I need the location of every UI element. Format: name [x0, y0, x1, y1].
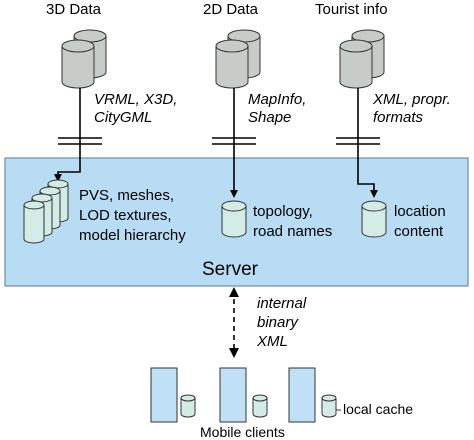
source-title-2d: 2D Data — [203, 1, 259, 18]
mobile-clients-label: Mobile clients — [200, 424, 285, 440]
source-title-tourist: Tourist info — [315, 1, 388, 18]
topology-store-icon — [221, 200, 247, 238]
source-title-3d: 3D Data — [46, 1, 102, 18]
connection-label: internal binary XML — [257, 295, 307, 350]
location-store-icon — [361, 200, 387, 238]
arrow-up-head — [229, 287, 239, 297]
break-symbols — [58, 137, 380, 145]
mobile-device-icon — [288, 367, 337, 423]
model-store-icon — [23, 179, 69, 244]
arrow-down-head — [229, 348, 239, 358]
database-icon — [339, 29, 385, 89]
database-icon — [215, 29, 261, 89]
connector-lines — [79, 88, 359, 158]
mobile-device-icon — [150, 367, 196, 423]
server-title: Server — [202, 259, 258, 280]
store-location-label: location content — [394, 203, 446, 240]
source-formats-2d: MapInfo, Shape — [248, 91, 307, 126]
database-icon — [61, 29, 107, 89]
mobile-device-icon — [219, 367, 268, 423]
store-topology-label: topology, road names — [253, 203, 333, 240]
source-formats-3d: VRML, X3D, CityGML — [94, 91, 178, 126]
arrows-to-stores — [54, 158, 378, 198]
local-cache-label: local cache — [343, 401, 414, 417]
store-model-label: PVS, meshes, LOD textures, model hierarc… — [79, 187, 186, 244]
source-formats-tourist: XML, propr. formats — [373, 91, 451, 126]
